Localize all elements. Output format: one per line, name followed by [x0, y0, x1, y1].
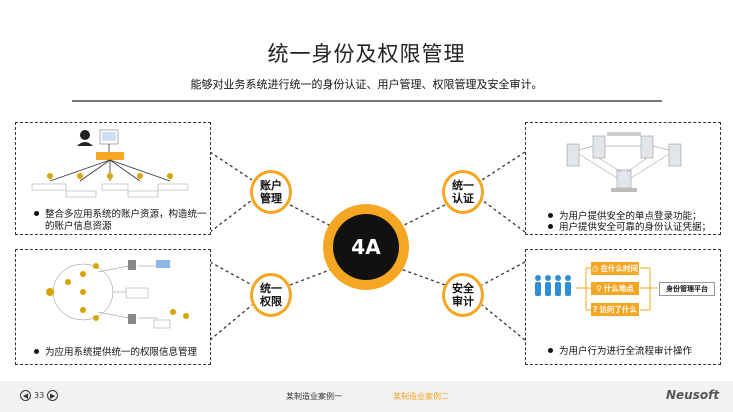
node-permission: 统一权限 [250, 273, 292, 317]
audit-what-text: 访问了什么 [599, 305, 637, 314]
audit-when-tag: ◷在什么时间 [591, 262, 639, 275]
permission-bullet-text: 为应用系统提供统一的权限信息管理 [45, 347, 198, 358]
audit-bullet: 为用户行为进行全流程审计操作 [548, 346, 692, 358]
bullet-dot [34, 349, 39, 354]
audit-bullet-text: 为用户行为进行全流程审计操作 [559, 346, 693, 357]
account-bullet: 整合多应用系统的账户资源，构造统一的账户信息资源 [34, 209, 213, 233]
account-diagram [31, 129, 189, 198]
bullet-dot [548, 213, 553, 218]
center-4a: 4A [333, 214, 399, 280]
page-title: 统一身份及权限管理 [267, 42, 466, 66]
footer-bar: ◀ 33 ▶ 某制造业案例一 某制造业案例二 Neusoft [0, 381, 733, 412]
node-auth: 统一认证 [442, 170, 484, 214]
location-icon: ⚲ [596, 284, 602, 293]
panel-permission [15, 249, 211, 365]
auth-bullet-1: 为用户提供安全的单点登录功能； [548, 211, 702, 223]
bullet-dot [548, 224, 553, 229]
permission-bullet: 为应用系统提供统一的权限信息管理 [34, 347, 197, 359]
bullet-dot [548, 348, 553, 353]
page-nav: ◀ 33 ▶ [20, 390, 59, 401]
auth-bullet-2: 用户提供安全可靠的身份认证凭据； [548, 222, 711, 234]
node-audit: 安全审计 [442, 273, 484, 317]
account-bullet-text: 整合多应用系统的账户资源，构造统一的账户信息资源 [45, 209, 207, 232]
bullet-dot [34, 211, 39, 216]
next-page-icon[interactable]: ▶ [47, 390, 59, 401]
auth-bullet-2-text: 用户提供安全可靠的身份认证凭据； [559, 222, 712, 233]
permission-diagram [46, 260, 189, 329]
auth-diagram [566, 132, 682, 192]
page-number: 33 [34, 391, 45, 400]
brand-logo: Neusoft [666, 388, 720, 402]
prev-page-icon[interactable]: ◀ [20, 390, 31, 401]
clock-icon: ◷ [591, 264, 599, 273]
case-two-link[interactable]: 某制造业案例二 [393, 392, 449, 401]
audit-people-icon [535, 275, 571, 296]
node-account: 账户管理 [250, 170, 292, 214]
audit-where-text: 什么地点 [603, 284, 634, 293]
question-icon: ? [593, 305, 598, 314]
audit-when-text: 在什么时间 [600, 264, 639, 273]
page-subtitle: 能够对业务系统进行统一的身份认证、用户管理、权限管理及安全审计。 [190, 78, 543, 91]
audit-platform-box: 身份管理平台 [659, 282, 715, 296]
audit-what-tag: ?访问了什么 [591, 303, 639, 316]
audit-where-tag: ⚲什么地点 [591, 282, 639, 295]
divider [72, 100, 662, 102]
auth-bullet-1-text: 为用户提供安全的单点登录功能； [559, 211, 702, 222]
case-one-link[interactable]: 某制造业案例一 [286, 392, 342, 401]
